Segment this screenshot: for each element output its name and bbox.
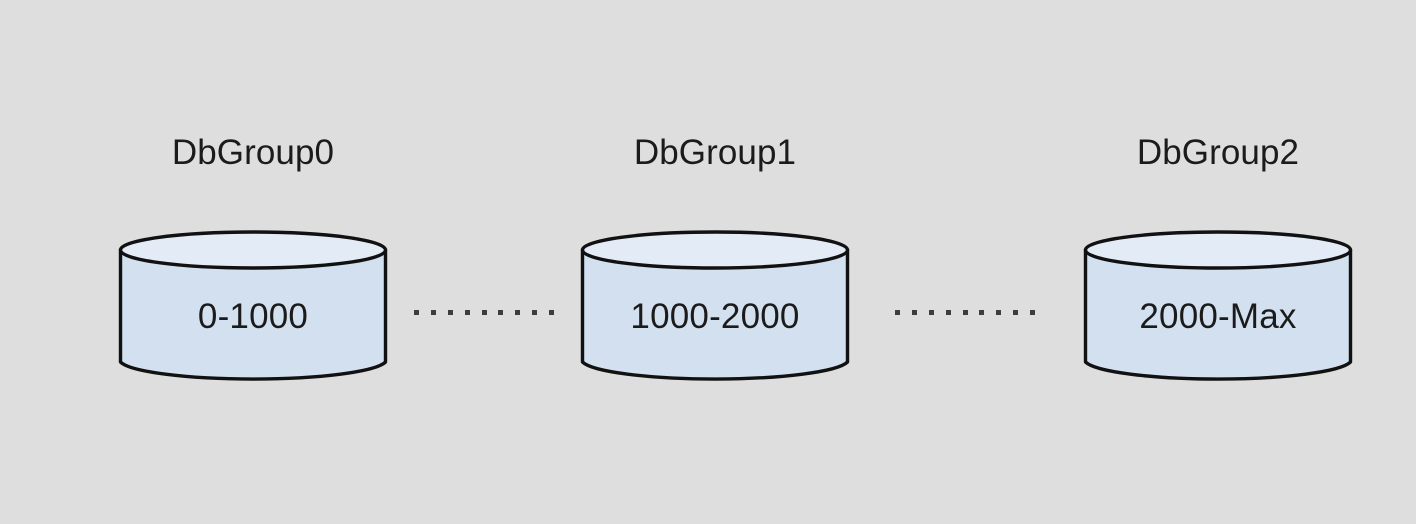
connector-dot <box>928 309 934 315</box>
connector-dot <box>464 309 470 315</box>
db-group-0-label: DbGroup0 <box>171 133 335 172</box>
db-connector-1 <box>895 306 1035 318</box>
db-group-1-label: DbGroup1 <box>633 133 797 172</box>
connector-dot <box>895 309 900 315</box>
connector-dot <box>414 309 419 315</box>
db-group-2-cylinder-icon <box>1083 230 1353 382</box>
connector-dot <box>1030 309 1035 315</box>
db-group-1-cylinder-icon <box>580 230 850 382</box>
db-group-2: DbGroup2 2000-Max <box>1083 0 1353 524</box>
connector-dot <box>979 309 985 315</box>
connector-dot <box>515 309 521 315</box>
connector-dot <box>498 309 504 315</box>
connector-dot <box>962 309 968 315</box>
connector-dot <box>447 309 453 315</box>
connector-dot <box>1013 309 1019 315</box>
db-group-0-cylinder-icon <box>118 230 388 382</box>
db-group-1: DbGroup1 1000-2000 <box>580 0 850 524</box>
connector-dot <box>481 309 487 315</box>
db-group-0: DbGroup0 0-1000 <box>118 0 388 524</box>
connector-dot <box>945 309 951 315</box>
db-connector-0 <box>414 306 554 318</box>
connector-dot <box>911 309 917 315</box>
db-group-2-label: DbGroup2 <box>1136 133 1300 172</box>
connector-dot <box>532 309 538 315</box>
connector-dot <box>996 309 1002 315</box>
connector-dot <box>430 309 436 315</box>
connector-dot <box>549 309 554 315</box>
